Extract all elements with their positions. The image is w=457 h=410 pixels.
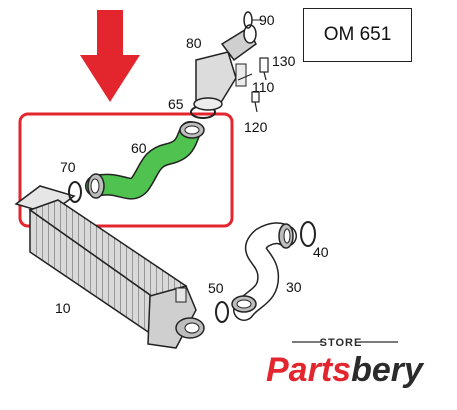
svg-text:Partsbery: Partsbery: [266, 351, 425, 389]
label-30: 30: [286, 279, 302, 295]
pointer-arrow-icon: [80, 10, 140, 102]
charge-air-hose-30: [231, 222, 297, 321]
engine-model-box: OM 651: [303, 8, 412, 62]
label-40: 40: [313, 244, 329, 260]
label-120: 120: [244, 119, 268, 135]
intercooler-part: [14, 185, 205, 349]
o-ring-70: [68, 181, 82, 203]
label-50: 50: [208, 280, 224, 296]
o-ring-40: [300, 221, 316, 247]
brand-store-label: STORE: [320, 337, 363, 349]
o-ring-50: [215, 301, 229, 323]
label-65: 65: [168, 96, 184, 112]
brand-name-part2: bery: [351, 351, 425, 389]
small-parts: [237, 11, 269, 113]
brand-logo: STORE Partsbery: [266, 337, 425, 389]
label-10: 10: [55, 300, 71, 316]
label-130: 130: [272, 53, 296, 69]
label-110: 110: [252, 79, 275, 95]
label-80: 80: [186, 35, 202, 51]
charge-air-hose-60: [85, 121, 205, 200]
label-90: 90: [259, 12, 275, 28]
part-number-labels: 10 30 40 50 60 65 70 80 90 110 120 130: [55, 12, 329, 316]
intake-pipe-80: [193, 24, 257, 111]
label-60: 60: [131, 140, 147, 156]
brand-name-part1: Parts: [266, 351, 351, 389]
highlight-frame: [18, 112, 234, 228]
label-70: 70: [60, 159, 76, 175]
engine-model-code: OM 651: [323, 24, 392, 45]
